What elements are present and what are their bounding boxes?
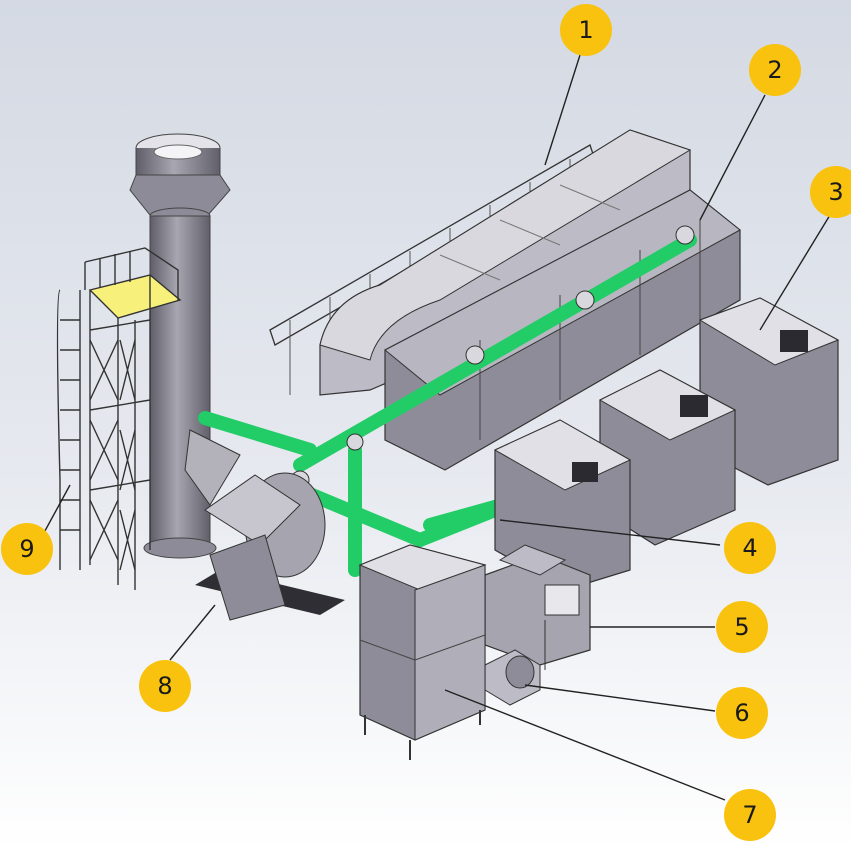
small-fan: [484, 649, 541, 706]
callout-9-label: 9: [19, 535, 34, 563]
callout-6: 6: [716, 687, 768, 739]
leader-3: [759, 214, 831, 331]
callout-8-label: 8: [157, 672, 172, 700]
callout-6-label: 6: [734, 699, 749, 727]
blower-fan: [184, 429, 345, 621]
ladder-platform: [56, 247, 182, 590]
callout-4: 4: [724, 522, 776, 574]
control-cabinet: [358, 544, 487, 760]
heater-frame: [484, 544, 591, 670]
callout-1: 1: [560, 4, 612, 56]
catalytic-units: [493, 297, 840, 591]
callout-5: 5: [716, 601, 768, 653]
leader-1: [544, 54, 581, 166]
callout-7: 7: [724, 789, 776, 841]
callout-4-label: 4: [742, 534, 757, 562]
leader-7: [444, 689, 726, 801]
leader-6: [524, 684, 716, 712]
main-duct-rail: [269, 129, 692, 396]
callout-2: 2: [749, 44, 801, 96]
callout-7-label: 7: [742, 801, 757, 829]
leader-2: [699, 94, 766, 221]
exhaust-stack: [129, 133, 231, 559]
callout-5-label: 5: [734, 613, 749, 641]
callout-1-label: 1: [578, 16, 593, 44]
callout-8: 8: [139, 660, 191, 712]
leader-8: [169, 604, 216, 661]
leader-4: [499, 519, 721, 546]
callout-2-label: 2: [767, 56, 782, 84]
callout-9: 9: [1, 523, 53, 575]
callout-3-label: 3: [828, 178, 843, 206]
callout-3: 3: [810, 166, 851, 218]
leader-lines: [39, 54, 831, 801]
